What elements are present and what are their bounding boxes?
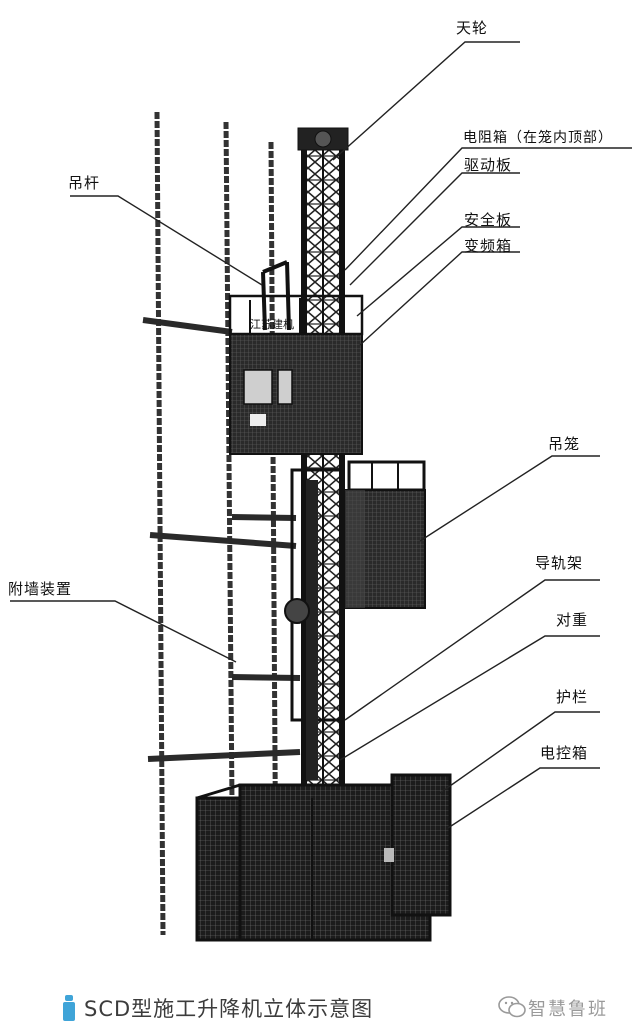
base-enclosure	[195, 773, 452, 942]
label-wall-attachment: 附墙装置	[8, 580, 73, 598]
wall-tie-bars	[142, 317, 301, 762]
watermark-text: 智慧鲁班	[528, 999, 608, 1020]
hoist-cage	[344, 460, 426, 609]
label-counterweight: 对重	[556, 611, 589, 629]
label-boom: 吊杆	[68, 174, 101, 192]
caption-text: SCD型施工升降机立体示意图	[84, 997, 374, 1021]
label-sky-wheel: 天轮	[456, 19, 489, 37]
upper-cage	[228, 294, 364, 455]
counterweight	[284, 468, 344, 780]
label-safety-plate: 安全板	[464, 211, 513, 229]
caption-bullet-icon	[63, 995, 75, 1021]
cage-plate-text: 江苏建机	[250, 317, 294, 331]
label-guardrail: 护栏	[556, 688, 589, 706]
label-cage: 吊笼	[548, 435, 581, 453]
top-sheave	[297, 127, 349, 151]
label-guide-rail-frame: 导轨架	[535, 554, 584, 572]
leader-lines	[10, 41, 632, 829]
label-inverter-box: 变频箱	[464, 237, 513, 255]
label-resistor-box: 电阻箱（在笼内顶部）	[463, 130, 613, 146]
label-control-box: 电控箱	[540, 744, 589, 762]
caption-bar	[0, 985, 640, 1033]
wechat-logo-icon	[498, 996, 526, 1018]
label-drive-plate: 驱动板	[464, 156, 513, 174]
